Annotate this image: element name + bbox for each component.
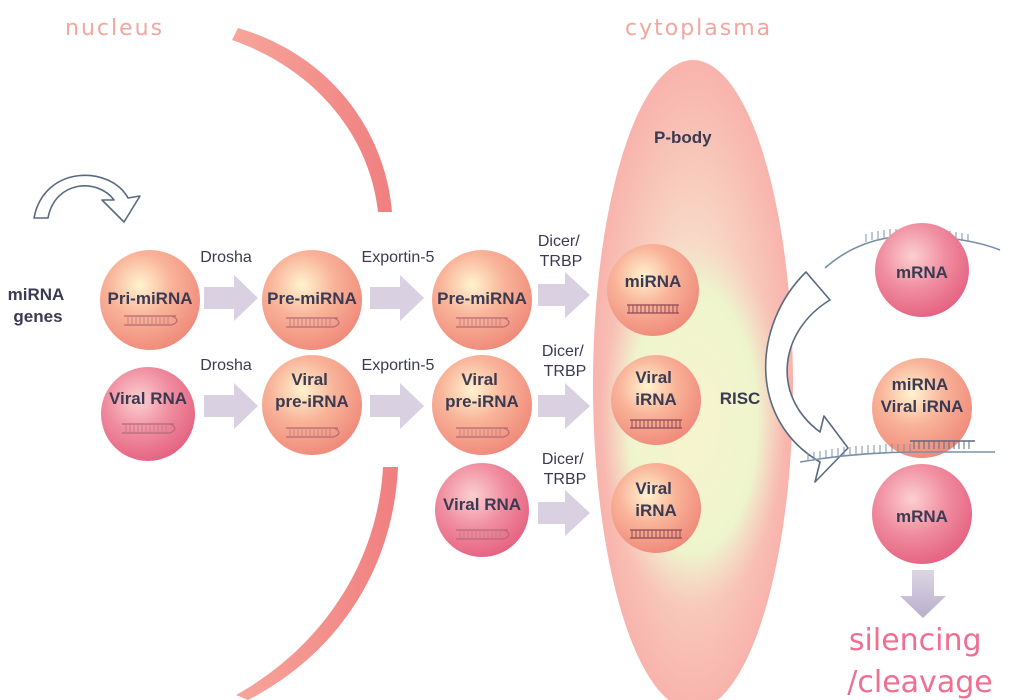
pri-mirna-label: Pri-miRNA: [107, 289, 192, 308]
exportin-label-row2: Exportin-5: [362, 357, 435, 374]
drosha-arrow-row1: [204, 275, 258, 321]
dicer-label-row2: Dicer/ TRBP: [542, 343, 588, 380]
nucleus-label: nucleus: [65, 16, 164, 41]
pre-mirna-cytoplasm-label: Pre-miRNA: [437, 289, 527, 308]
drosha-label-row2: Drosha: [200, 357, 252, 374]
dicer-arrow-row3: [538, 490, 590, 536]
risc-label: RISC: [720, 389, 761, 408]
dicer-label-row1: Dicer/ TRBP: [538, 233, 584, 270]
dicer-arrow-row1: [538, 272, 590, 318]
silencing-cleavage-label: silencing /cleavage: [847, 623, 992, 700]
dicer-label-row3: Dicer/ TRBP: [542, 451, 588, 488]
viral-rna-node-row2: [101, 367, 195, 461]
mirna-genes-label: miRNA genes: [8, 285, 69, 326]
transcription-arrow-icon: [34, 175, 140, 222]
nuclear-membrane-lower: [236, 467, 398, 700]
viral-rna-row3-label: Viral RNA: [443, 495, 521, 514]
pre-mirna-nucleus-label: Pre-miRNA: [267, 289, 357, 308]
p-body-label: P-body: [654, 128, 712, 147]
viral-rna-row2-label: Viral RNA: [109, 389, 187, 408]
exportin-label-row1: Exportin-5: [362, 249, 435, 266]
nuclear-membrane-upper: [232, 28, 392, 212]
mirna-label: miRNA: [625, 272, 682, 291]
exportin-arrow-row2: [370, 383, 424, 429]
silencing-arrow: [900, 570, 946, 618]
cytoplasm-label: cytoplasma: [625, 16, 772, 41]
drosha-arrow-row2: [204, 383, 258, 429]
dicer-arrow-row2: [538, 383, 590, 429]
drosha-label-row1: Drosha: [200, 249, 252, 266]
exportin-arrow-row1: [370, 275, 424, 321]
mrna-top-label: mRNA: [896, 263, 948, 282]
mrna-bottom-label: mRNA: [896, 507, 948, 526]
